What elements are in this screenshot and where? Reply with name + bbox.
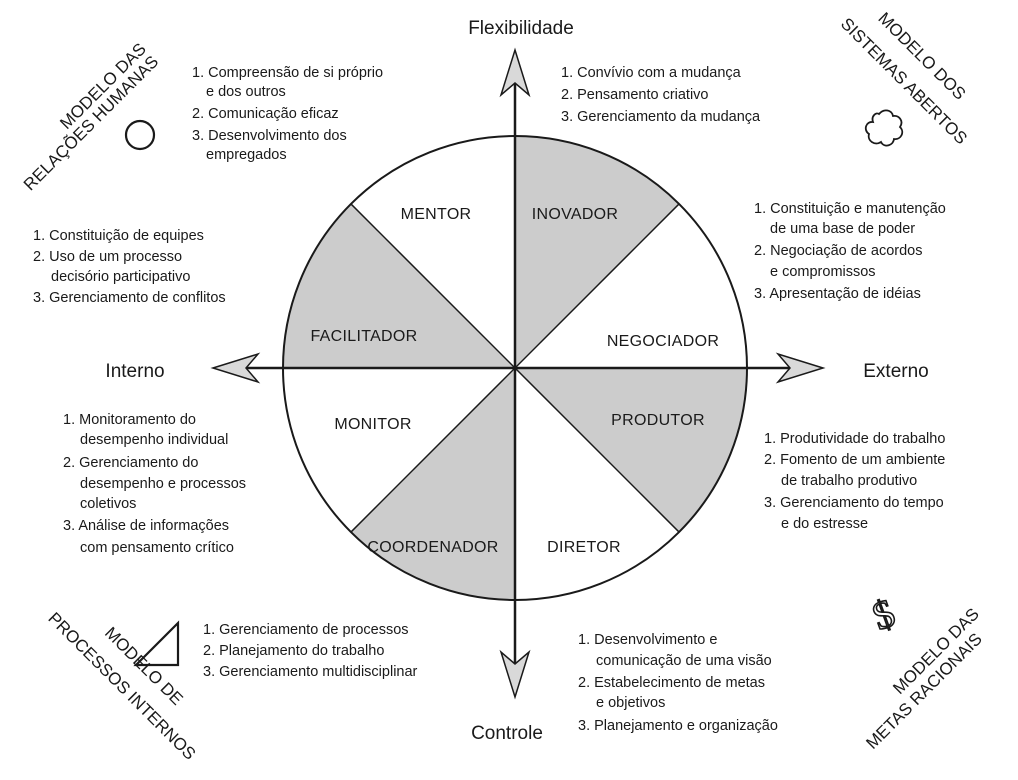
list-item: 3. Gerenciamento do tempo bbox=[764, 495, 944, 511]
list-item: de trabalho produtivo bbox=[781, 473, 917, 489]
list-item: 1. Constituição e manutenção bbox=[754, 201, 946, 217]
list-item: e objetivos bbox=[596, 695, 665, 711]
list-item: 3. Análise de informações bbox=[63, 518, 229, 534]
list-item: 1. Desenvolvimento e bbox=[578, 632, 717, 648]
list-item: desempenho e processos bbox=[80, 476, 246, 492]
svg-text:$: $ bbox=[866, 590, 900, 639]
list-item: 1. Produtividade do trabalho bbox=[764, 431, 945, 447]
list-item: 3. Gerenciamento da mudança bbox=[561, 109, 761, 125]
axis-label-top: Flexibilidade bbox=[468, 18, 574, 39]
list-item: 1. Constituição de equipes bbox=[33, 228, 204, 244]
list-item: comunicação de uma visão bbox=[596, 653, 772, 669]
list-item: decisório participativo bbox=[51, 269, 190, 285]
list-item: 1. Gerenciamento de processos bbox=[203, 622, 409, 638]
list-item: 1. Convívio com a mudança bbox=[561, 65, 742, 81]
list-item: e compromissos bbox=[770, 264, 876, 280]
role-label-coordenador: COORDENADOR bbox=[367, 539, 498, 556]
list-item: 2. Estabelecimento de metas bbox=[578, 675, 765, 691]
triangle-icon bbox=[133, 620, 180, 667]
list-item: com pensamento crítico bbox=[80, 540, 234, 556]
role-label-mentor: MENTOR bbox=[401, 206, 472, 223]
monitor-competency-list: 1. Monitoramento do desempenho individua… bbox=[63, 412, 246, 556]
sector-inovador bbox=[515, 136, 680, 368]
arrow-up-icon bbox=[499, 47, 531, 98]
list-item: 3. Apresentação de idéias bbox=[754, 286, 921, 302]
axis-label-right: Externo bbox=[863, 361, 928, 382]
dollar-icon: $ bbox=[866, 589, 902, 640]
axis-label-bottom: Controle bbox=[471, 723, 543, 744]
role-label-facilitador: FACILITADOR bbox=[310, 328, 417, 345]
list-item: 3. Gerenciamento multidisciplinar bbox=[203, 664, 418, 680]
list-item: desempenho individual bbox=[80, 432, 228, 448]
role-label-negociador: NEGOCIADOR bbox=[607, 333, 719, 350]
list-item: de uma base de poder bbox=[770, 221, 915, 237]
list-item: 2. Gerenciamento do bbox=[63, 455, 198, 471]
list-item: e do estresse bbox=[781, 516, 868, 532]
arrow-right-icon bbox=[775, 352, 826, 384]
model-relacoes-humanas: MODELO DAS RELAÇÕES HUMANAS bbox=[20, 39, 162, 194]
sector-facilitador bbox=[283, 203, 515, 368]
list-item: 2. Negociação de acordos bbox=[754, 243, 922, 259]
sector-produtor bbox=[515, 368, 747, 533]
negociador-competency-list: 1. Constituição e manutenção de uma base… bbox=[754, 201, 946, 302]
list-item: 3. Gerenciamento de conflitos bbox=[33, 290, 226, 306]
model-title-line2: METAS RACIONAIS bbox=[862, 629, 985, 752]
list-item: 3. Desenvolvimento dos bbox=[192, 128, 347, 144]
model-sistemas-abertos: MODELO DOS SISTEMAS ABERTOS bbox=[837, 9, 971, 148]
list-item: 2. Comunicação eficaz bbox=[192, 106, 339, 122]
list-item: 3. Planejamento e organização bbox=[578, 718, 778, 734]
list-item: 1. Compreensão de si próprio bbox=[192, 65, 383, 81]
circle-icon bbox=[124, 119, 156, 151]
list-item: 1. Monitoramento do bbox=[63, 412, 196, 428]
facilitador-competency-list: 1. Constituição de equipes 2. Uso de um … bbox=[33, 228, 226, 306]
amoeba-icon bbox=[864, 109, 904, 147]
role-label-diretor: DIRETOR bbox=[547, 539, 621, 556]
role-label-produtor: PRODUTOR bbox=[611, 412, 705, 429]
role-label-monitor: MONITOR bbox=[334, 416, 411, 433]
list-item: coletivos bbox=[80, 496, 136, 512]
list-item: 2. Fomento de um ambiente bbox=[764, 452, 945, 468]
mentor-competency-list: 1. Compreensão de si próprio e dos outro… bbox=[192, 65, 383, 163]
list-item: e dos outros bbox=[206, 84, 286, 100]
sector-coordenador bbox=[350, 368, 515, 600]
axis-label-left: Interno bbox=[105, 361, 164, 382]
role-label-inovador: INOVADOR bbox=[532, 206, 619, 223]
list-item: 2. Planejamento do trabalho bbox=[203, 643, 384, 659]
list-item: 2. Uso de um processo bbox=[33, 249, 182, 265]
model-title-line2: RELAÇÕES HUMANAS bbox=[20, 52, 162, 194]
arrow-left-icon bbox=[210, 352, 261, 384]
model-metas-racionais: MODELO DAS METAS RACIONAIS $ bbox=[862, 589, 985, 753]
inovador-competency-list: 1. Convívio com a mudança 2. Pensamento … bbox=[561, 65, 761, 125]
model-processos-internos: MODELO DE PROCESSOS INTERNOS bbox=[44, 609, 199, 764]
produtor-competency-list: 1. Produtividade do trabalho 2. Fomento … bbox=[764, 431, 945, 532]
arrow-down-icon bbox=[499, 649, 531, 700]
coordenador-competency-list: 1. Gerenciamento de processos 2. Planeja… bbox=[203, 622, 418, 680]
diretor-competency-list: 1. Desenvolvimento e comunicação de uma … bbox=[578, 632, 778, 734]
list-item: 2. Pensamento criativo bbox=[561, 87, 709, 103]
list-item: empregados bbox=[206, 147, 287, 163]
